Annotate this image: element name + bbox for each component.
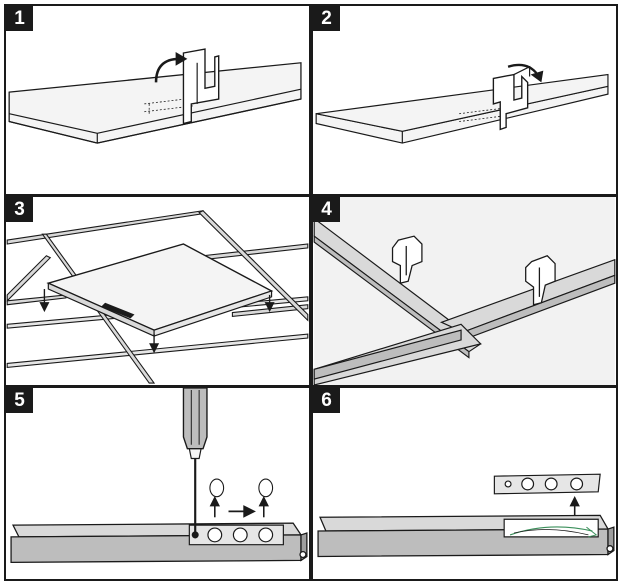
step-number: 4 [313,197,340,222]
step-4-illustration [313,197,616,385]
right-arrow-icon [228,505,256,518]
step-number: 1 [6,6,33,31]
step-5-illustration [10,388,308,563]
screwdriver-icon [182,388,208,533]
up-arrow-icon [569,495,580,516]
step-6-panel: 6 [311,386,618,581]
knockout-plate [493,473,601,495]
open-compartment [503,518,599,538]
step-4-panel: 4 [311,195,618,387]
clip-icon [182,48,220,125]
step-6-illustration [317,473,615,558]
curved-arrow-icon [154,52,188,83]
step-number: 2 [313,6,340,31]
clip-icon [391,235,556,306]
step-1-illustration [8,48,302,144]
step-1-panel: 1 [4,4,311,196]
knockout-plate [188,524,284,546]
step-2-panel: 2 [311,4,618,196]
knockout-disc [209,478,274,498]
step-3-panel: 3 [4,195,311,387]
t-bar-grid [313,217,616,385]
step-5-panel: 5 [4,386,311,581]
up-arrow-icon [209,495,269,518]
step-number: 6 [313,388,340,413]
rotate-arrow-icon [507,63,544,83]
step-number: 5 [6,388,33,413]
down-arrow-icon [39,289,275,354]
step-2-illustration [315,63,609,144]
led-panel [46,243,274,337]
step-3-illustration [6,210,309,384]
step-number: 3 [6,197,33,222]
